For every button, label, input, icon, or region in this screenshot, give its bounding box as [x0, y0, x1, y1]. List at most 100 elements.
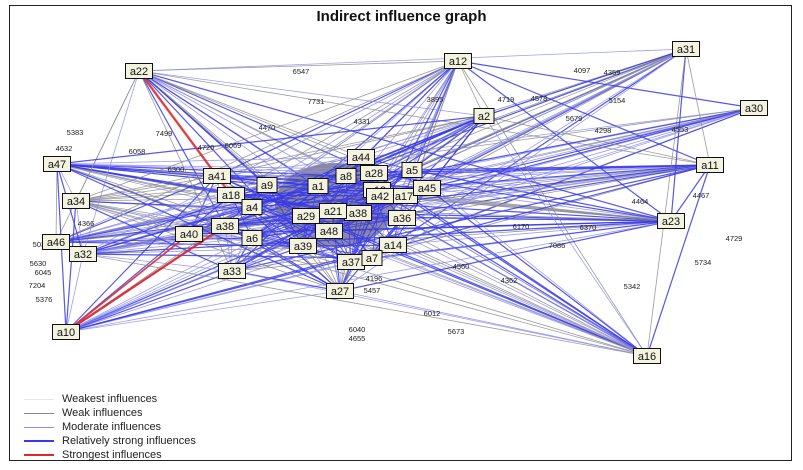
node-a42: a42 — [366, 188, 394, 204]
influence-edge — [457, 60, 485, 117]
influence-edge — [55, 175, 218, 243]
edge-weight-label: 6040 — [349, 325, 366, 334]
influence-edge — [55, 70, 140, 243]
node-label: a7 — [366, 253, 378, 265]
influence-edge — [350, 195, 381, 263]
influence-edge — [82, 70, 140, 255]
influence-edge — [55, 163, 58, 243]
influence-edge — [483, 115, 711, 166]
node-label: a38 — [349, 208, 367, 220]
influence-edge — [55, 175, 347, 243]
influence-edge — [251, 237, 648, 357]
influence-edge — [82, 60, 459, 255]
edge-weight-label: 6547 — [293, 67, 310, 76]
influence-edge — [82, 237, 253, 255]
influence-edge — [138, 70, 226, 227]
influence-edge — [216, 115, 485, 177]
node-label: a12 — [449, 56, 467, 68]
node-label: a22 — [130, 66, 148, 78]
node-label: a42 — [371, 191, 389, 203]
node-a18: a18 — [217, 187, 245, 203]
node-box — [347, 149, 375, 165]
influence-edge — [188, 60, 459, 235]
node-label: a14 — [384, 240, 402, 252]
legend-swatch-weakest — [24, 398, 54, 400]
node-a11: a11 — [696, 157, 724, 173]
edge-weight-label: 5457 — [364, 286, 381, 295]
node-a36: a36 — [388, 210, 416, 226]
influence-edge — [457, 60, 711, 166]
node-a16: a16 — [633, 348, 661, 364]
legend-swatch-moderate — [24, 426, 54, 428]
node-a48: a48 — [315, 223, 343, 239]
node-label: a18 — [222, 190, 240, 202]
edge-weight-label: 4298 — [595, 126, 612, 135]
influence-edge — [138, 48, 687, 72]
influence-edge — [411, 169, 648, 357]
edge-weight-label: 6045 — [35, 268, 52, 277]
node-label: a38 — [216, 221, 234, 233]
influence-edge — [65, 212, 359, 333]
influence-edge — [371, 195, 381, 259]
node-a2: a2 — [473, 108, 495, 124]
influence-edge — [231, 270, 648, 357]
influence-edge — [332, 210, 648, 357]
influence-edge — [75, 200, 84, 255]
influence-edge — [65, 290, 341, 333]
legend-item-weakest: Weakest influences — [24, 392, 196, 406]
influence-edge — [379, 195, 672, 222]
edge-weight-label: 3895 — [427, 95, 444, 104]
edge-weight-label: 5673 — [448, 327, 465, 336]
legend-swatch-weak — [24, 412, 54, 414]
node-label: a17 — [395, 191, 413, 203]
node-a5: a5 — [401, 162, 423, 178]
edge-weight-label: 4632 — [56, 144, 73, 153]
edge-weight-label: 7731 — [308, 97, 325, 106]
influence-edge — [646, 164, 711, 357]
influence-edge — [483, 48, 687, 117]
node-label: a29 — [297, 211, 315, 223]
edge-weight-label: 7086 — [549, 241, 566, 250]
node-label: a27 — [331, 286, 349, 298]
legend-label-moderate: Moderate influences — [62, 421, 162, 433]
influence-edge — [55, 60, 459, 243]
node-box — [218, 263, 246, 279]
edge-weight-label: 4720 — [198, 143, 215, 152]
influence-edge — [403, 164, 711, 197]
influence-edge — [670, 48, 687, 222]
node-label: a45 — [418, 183, 436, 195]
node-label: a31 — [677, 44, 695, 56]
node-a10: a10 — [52, 324, 80, 340]
edge-weight-label: 6058 — [129, 147, 146, 156]
influence-edge — [138, 60, 459, 72]
node-label: a46 — [47, 237, 65, 249]
influence-edge — [457, 60, 672, 222]
edge-weight-label: 4097 — [574, 66, 591, 75]
influence-edge — [357, 212, 648, 357]
node-label: a4 — [246, 202, 258, 214]
legend-swatch-strongest — [24, 454, 54, 456]
node-a22: a22 — [125, 63, 153, 79]
node-box — [444, 53, 472, 69]
influence-edge — [65, 257, 373, 333]
node-a31: a31 — [672, 41, 700, 57]
edge-weight-label: 4331 — [354, 117, 371, 126]
influence-edge — [350, 164, 711, 263]
influence-edge — [670, 164, 711, 222]
node-box — [256, 177, 278, 193]
edge-weight-label: 4362 — [501, 276, 518, 285]
influence-edge — [483, 115, 648, 357]
influence-edge — [411, 164, 711, 171]
influence-edge — [75, 107, 755, 202]
node-a6: a6 — [241, 230, 263, 246]
node-box — [360, 165, 388, 181]
edge-weight-label: 4366 — [78, 219, 95, 228]
influence-edge — [65, 225, 226, 333]
legend-label-weak: Weak influences — [62, 407, 143, 419]
influence-edge — [251, 175, 347, 239]
influence-edge — [56, 156, 362, 165]
edge-weight-label: 4470 — [259, 123, 276, 132]
node-a47: a47 — [43, 156, 71, 172]
node-a14: a14 — [379, 237, 407, 253]
